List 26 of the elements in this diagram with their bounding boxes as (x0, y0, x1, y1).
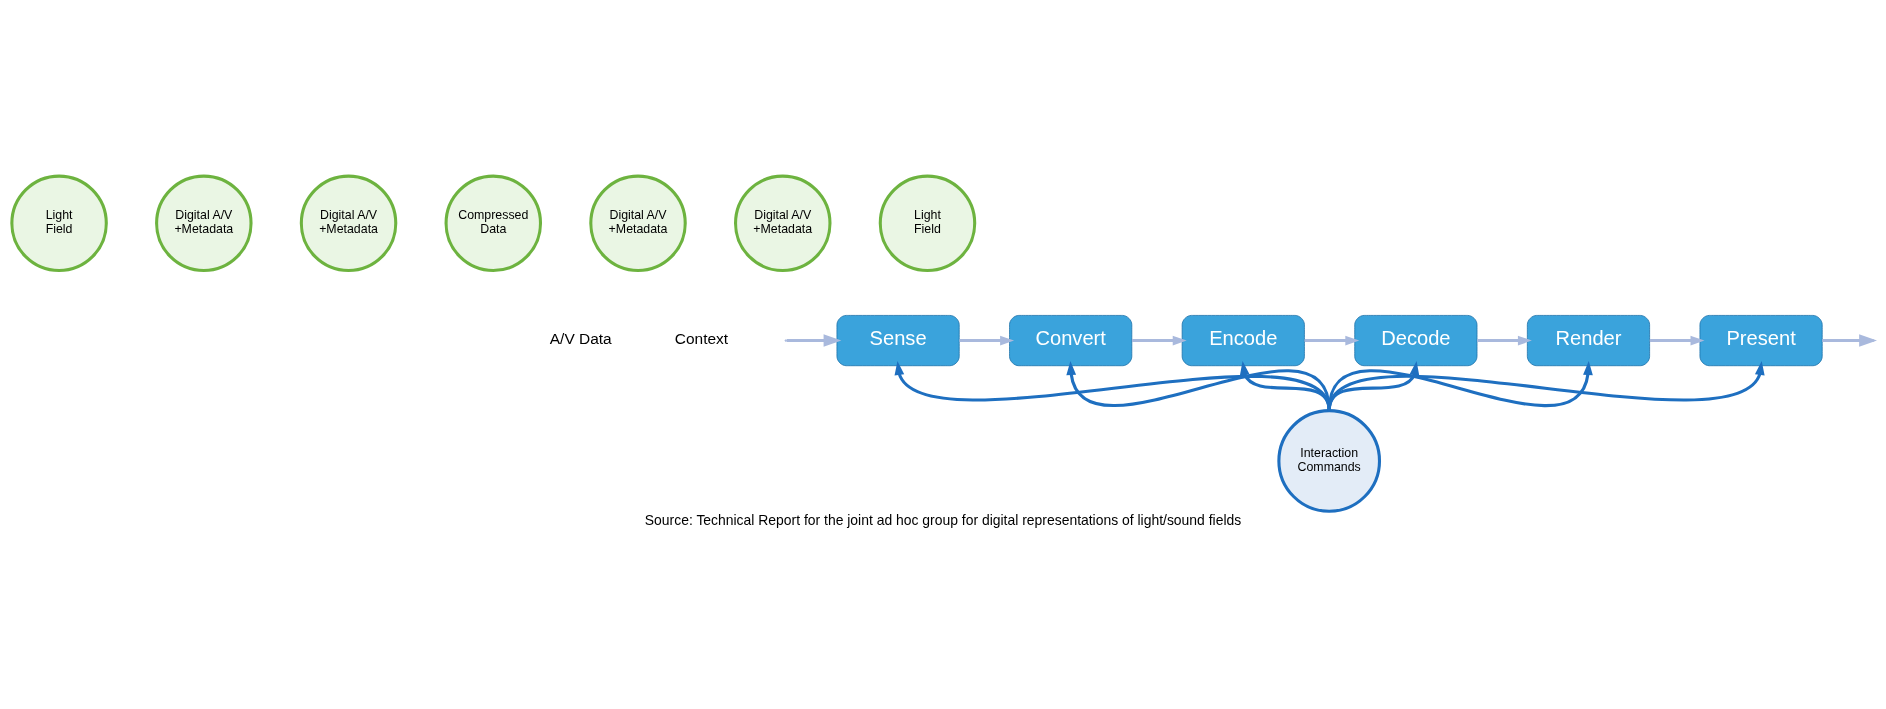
arrow (1132, 335, 1187, 346)
node-box: Render (1526, 315, 1650, 367)
node-box: Present (1699, 315, 1823, 367)
node-circle: Compressed Data (444, 174, 543, 273)
node-box: Decode (1354, 315, 1478, 367)
caption: Source: Technical Report for the joint ad hoc group for digital representations of light/sound fields (644, 512, 1242, 529)
arrow (1304, 335, 1360, 346)
arrow (894, 361, 1331, 412)
node-circle: Digital A/V +Metadata (734, 174, 832, 273)
arrow (1477, 335, 1532, 346)
arrow (959, 335, 1015, 346)
node-circle: Interaction Commands (1277, 409, 1382, 513)
node-circle: Light Field (878, 174, 977, 273)
label: Context (674, 330, 729, 348)
node-circle: Digital A/V +Metadata (299, 174, 398, 273)
node-circle: Digital A/V +Metadata (589, 174, 687, 273)
node-box: Sense (836, 315, 960, 367)
arrow (1649, 335, 1705, 346)
node-circle: Digital A/V +Metadata (155, 174, 253, 273)
arrow (1066, 361, 1331, 411)
node-box: Encode (1181, 315, 1305, 367)
label: A/V Data (549, 330, 612, 348)
node-box: Convert (1009, 315, 1133, 367)
arrow (1239, 361, 1331, 411)
arrow (786, 334, 842, 347)
node-circle: Light Field (10, 174, 108, 273)
